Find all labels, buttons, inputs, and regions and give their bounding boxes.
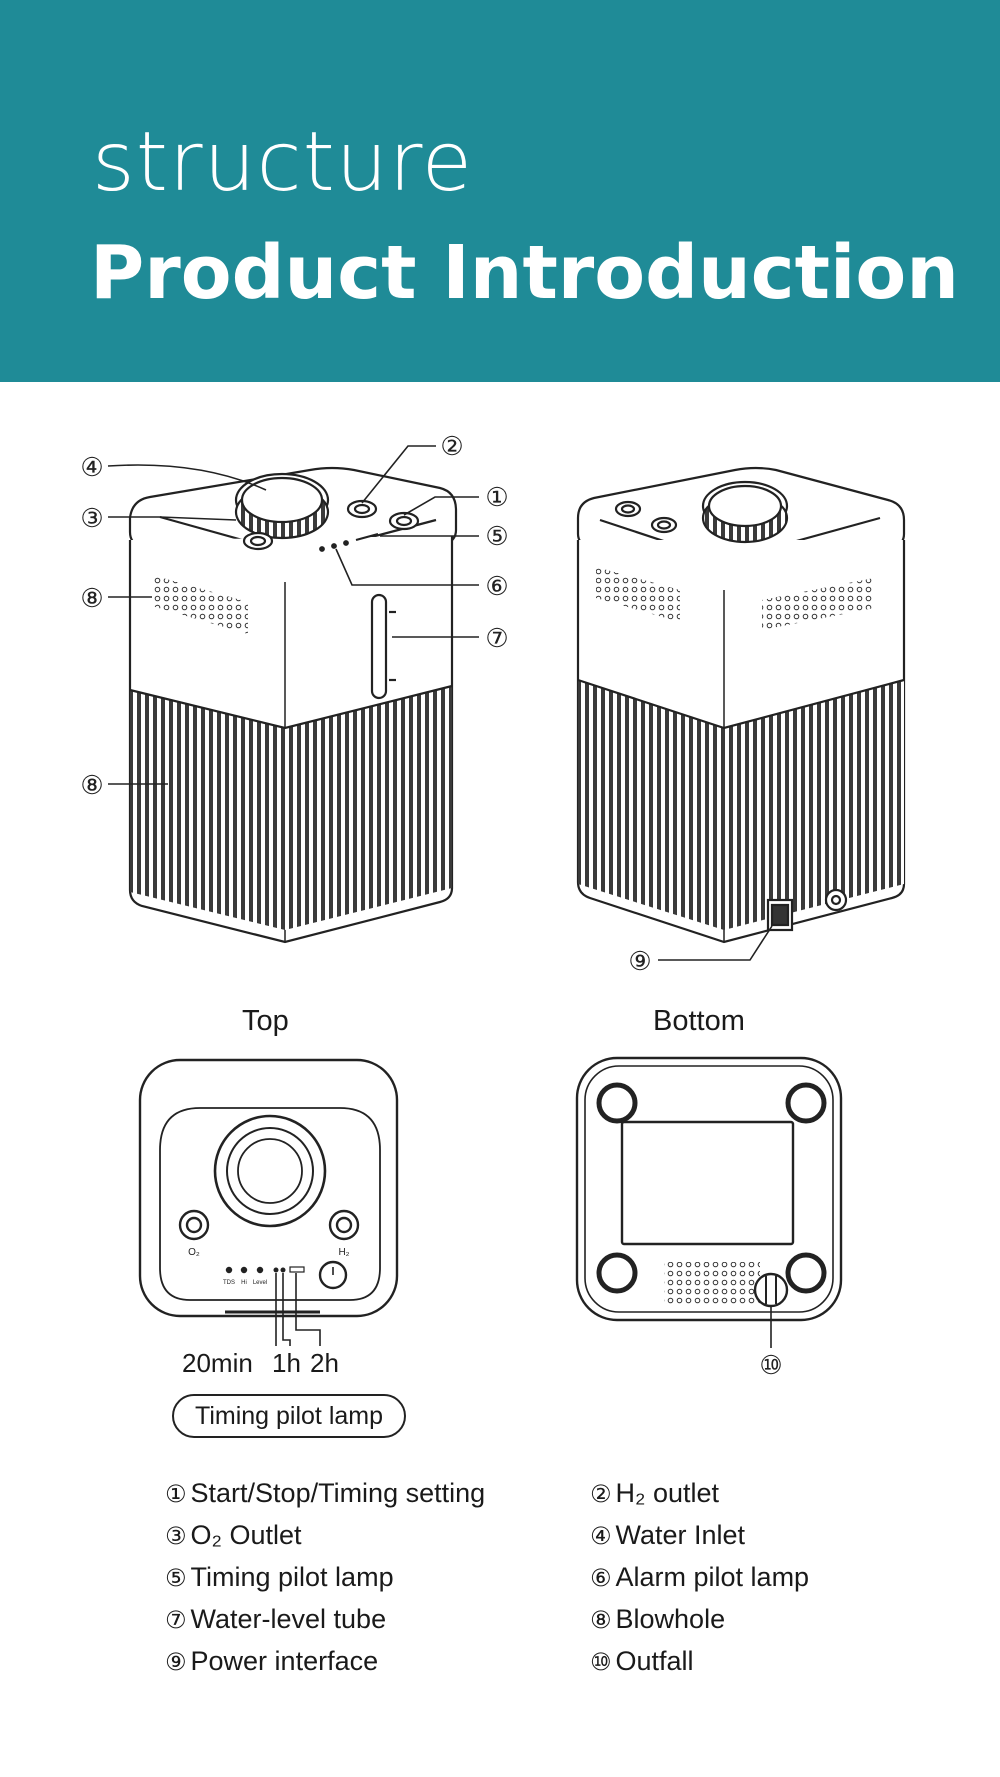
lamp-label-tds: TDS [223,1280,235,1286]
back-leader-line [658,925,773,961]
top-view-diagram [138,1058,399,1318]
legend-num: ① [165,1479,187,1508]
device-back-view [576,466,906,944]
lamp-label-hi: Hi [241,1280,247,1286]
callouts: ② ① ④ ③ ⑤ ⑥ ⑦ ⑧ ⑧ ⑨ ⑩ [80,432,782,1381]
legend-num: ⑥ [590,1563,612,1592]
device-front-view [128,466,458,944]
header-subtitle: structure [92,115,474,210]
callout-10: ⑩ [759,1351,782,1381]
front-leader-lines [107,445,479,785]
legend-text: Water-level tube [190,1604,387,1634]
timing-label-2h: 2h [310,1348,339,1378]
callout-4: ④ [80,453,103,483]
lamp-label-level: Level [253,1280,267,1286]
header-background [0,0,1000,382]
top-view-labels: O₂ H₂ TDS Hi Level [188,1247,350,1286]
callout-2: ② [440,432,463,462]
bottom-view-label: Bottom [653,1005,745,1037]
callout-3: ③ [80,504,103,534]
h2-label: H₂ [338,1247,349,1258]
legend-text: Blowhole [615,1604,726,1634]
timing-pilot-lamp-pill: Timing pilot lamp [172,1394,406,1438]
legend-text: Start/Stop/Timing setting [190,1478,486,1508]
legend-text: Timing pilot lamp [190,1562,394,1592]
legend-text: Outfall [615,1646,694,1676]
legend-num: ⑨ [165,1647,187,1676]
legend-text: Water Inlet [615,1520,746,1550]
top-view-label: Top [242,1005,289,1037]
legend-text: Power interface [190,1646,379,1676]
callout-9: ⑨ [628,947,651,977]
timing-leader-lines [275,1273,321,1346]
legend-num: ⑤ [165,1563,187,1592]
callout-1: ① [485,483,508,513]
legend-num: ③ [165,1521,187,1550]
header-banner: structure Product Introduction [0,0,1000,382]
product-illustrations: ② ① ④ ③ ⑤ ⑥ ⑦ ⑧ ⑧ ⑨ ⑩ O₂ H₂ TDS Hi Level [80,432,906,1381]
page-title: Product Introduction [90,230,959,316]
timing-label-1h: 1h [272,1348,301,1378]
legend-text: O₂ Outlet [190,1520,302,1550]
legend-num: ② [590,1479,612,1508]
legend-num: ④ [590,1521,612,1550]
legend-num: ⑧ [590,1605,612,1634]
callout-6: ⑥ [485,572,508,602]
legend-text: Alarm pilot lamp [615,1562,810,1592]
callout-8b: ⑧ [80,771,103,801]
legend-num: ⑩ [590,1647,612,1676]
callout-8a: ⑧ [80,584,103,614]
o2-label: O₂ [188,1247,200,1258]
callout-5: ⑤ [485,522,508,552]
bottom-view-diagram [575,1056,843,1322]
timing-label-20min: 20min [182,1348,253,1378]
legend-text: H₂ outlet [615,1478,720,1508]
callout-7: ⑦ [485,624,508,654]
legend-num: ⑦ [165,1605,187,1634]
